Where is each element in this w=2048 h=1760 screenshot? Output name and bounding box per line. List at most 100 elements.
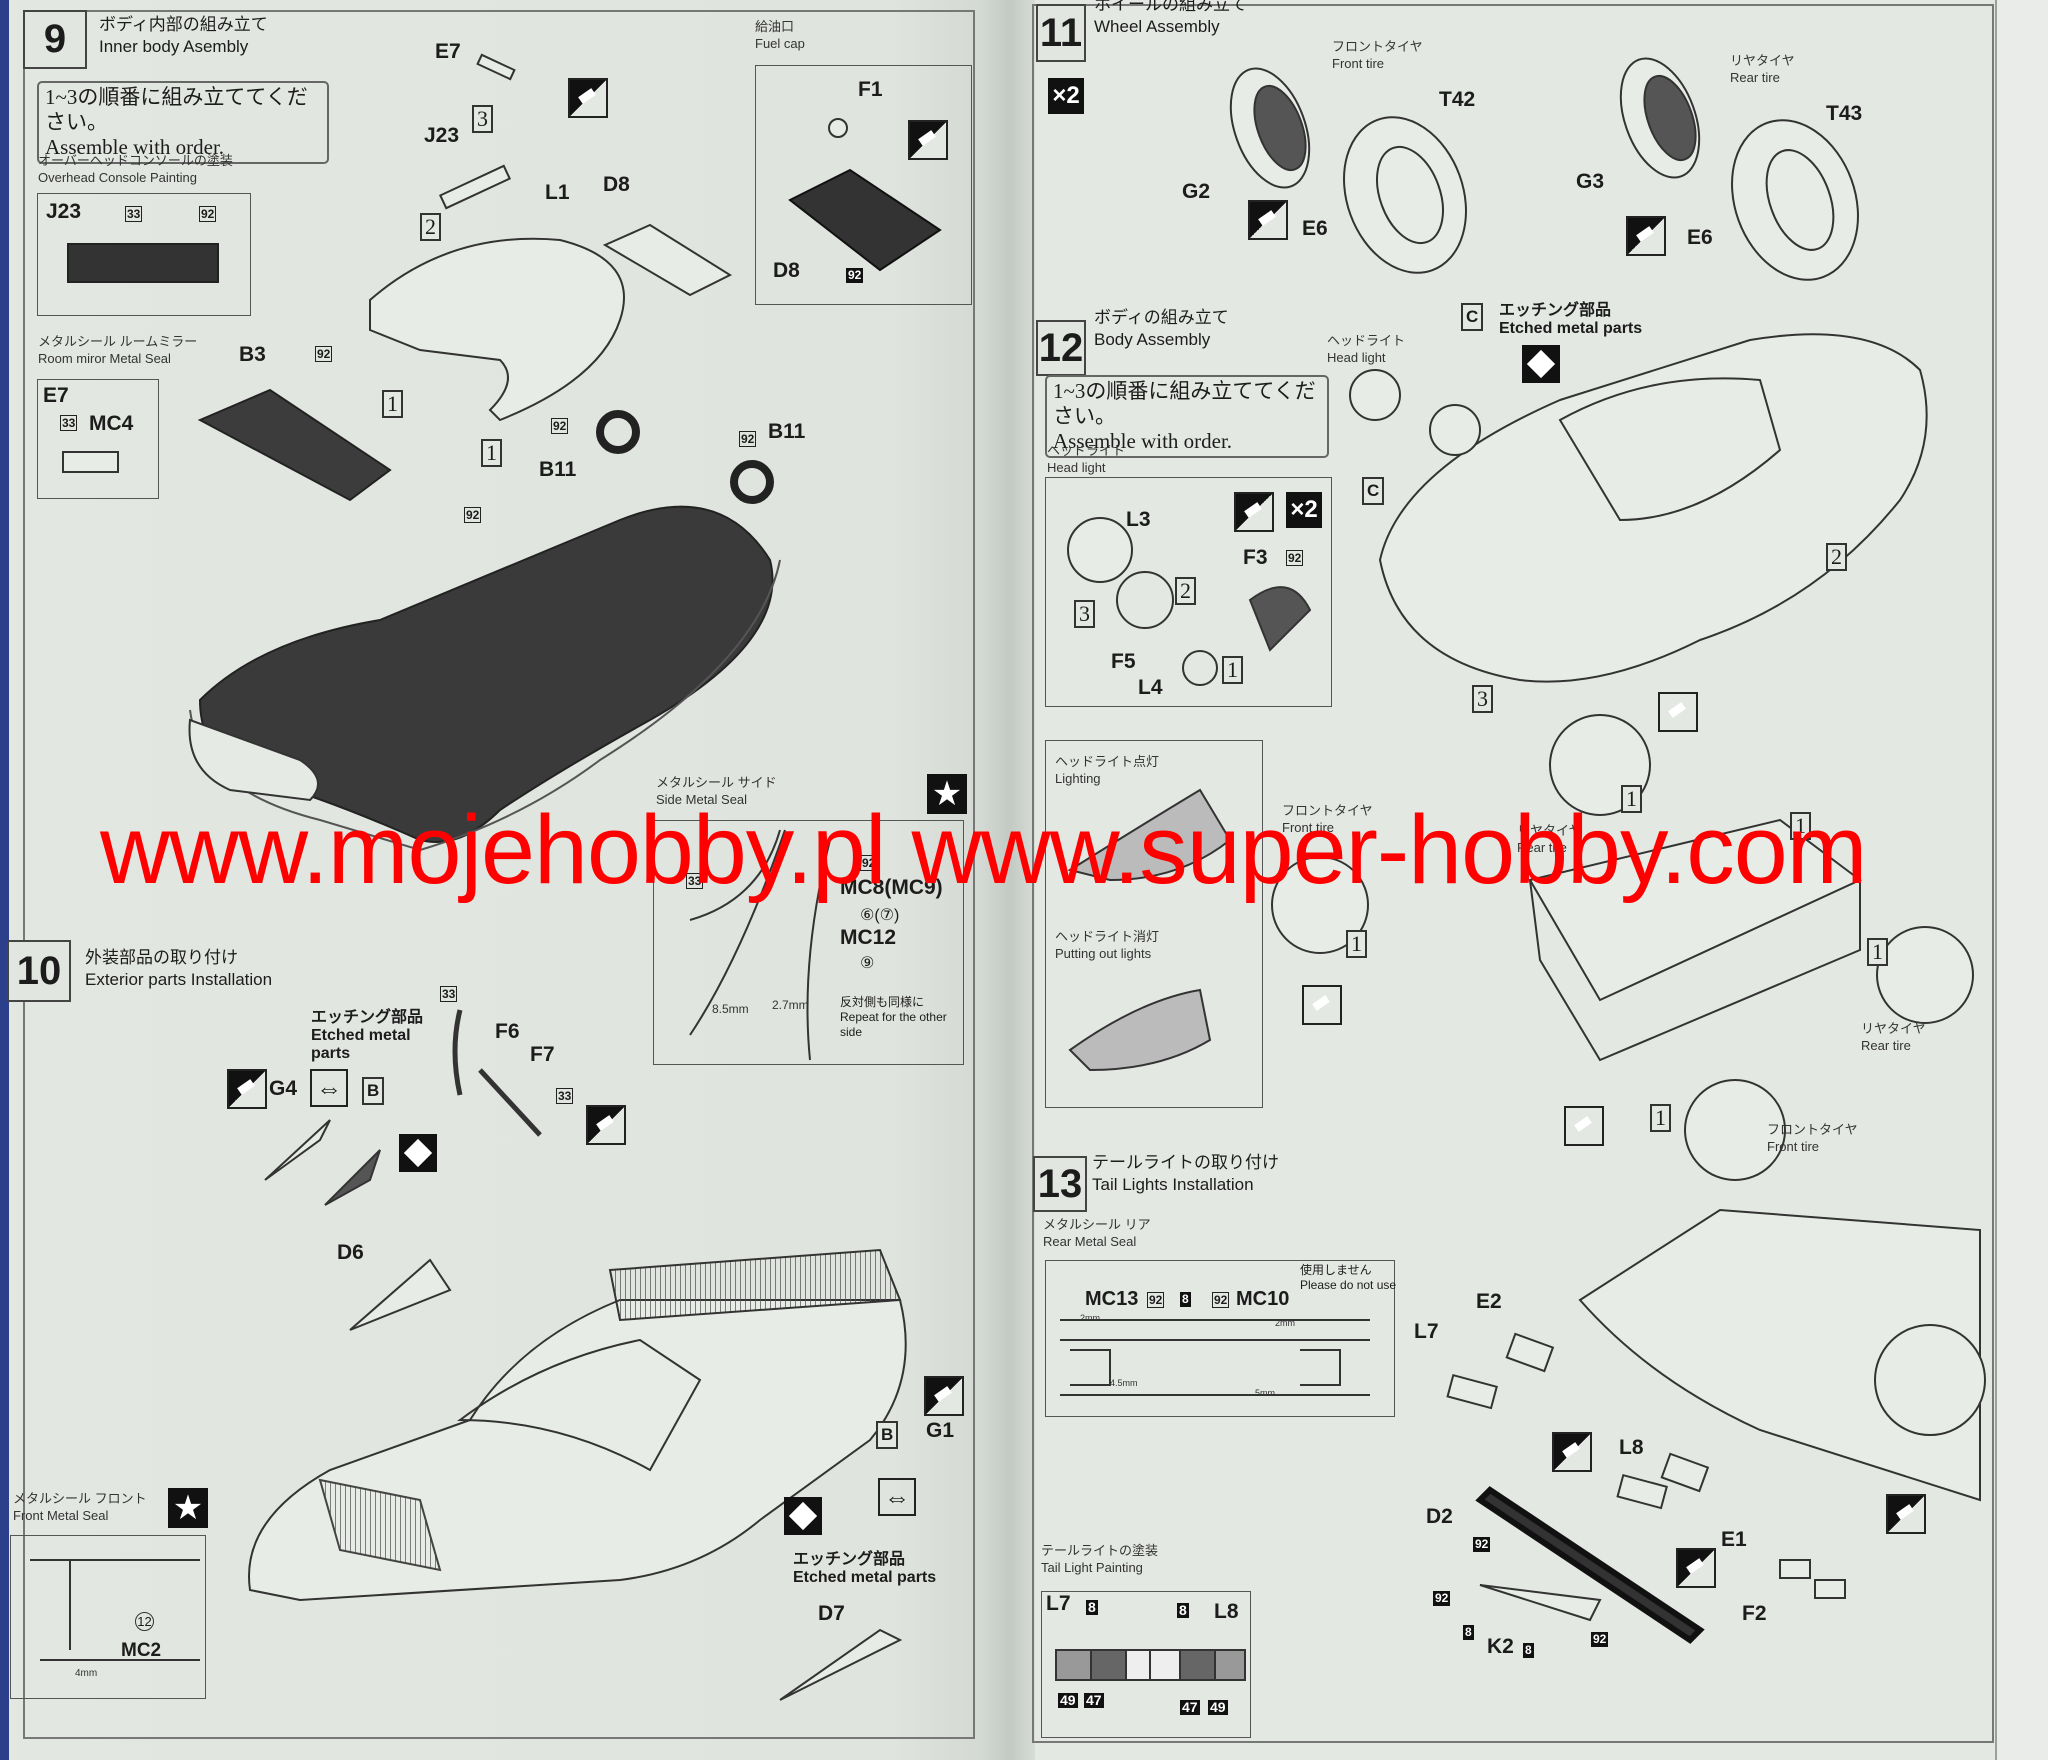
dimension: 5mm: [1255, 1388, 1275, 1398]
color-number: 92: [199, 206, 217, 222]
part-label: L8: [1619, 1436, 1644, 1459]
part-label: G2: [1182, 180, 1211, 203]
side-seal-drawing: [689, 829, 831, 1061]
step-13-number: 13: [1033, 1156, 1087, 1212]
part-b11: [596, 410, 640, 454]
glue-brush-icon: [1552, 1432, 1592, 1472]
label-ja: メタルシール サイド: [656, 775, 777, 790]
label-ja: エッチング部品: [311, 1009, 424, 1026]
car-roof-step12: [1558, 377, 1782, 522]
rear-seal-box: [1045, 1260, 1395, 1417]
part-f3: [1248, 586, 1312, 652]
console-painting: [67, 243, 219, 283]
part-label: T42: [1439, 88, 1476, 111]
label-en: Rear tire: [1861, 1038, 1911, 1053]
next-page-edge: [1995, 0, 2048, 1760]
title-ja: 外装部品の取り付け: [85, 948, 238, 967]
part-label: L1: [545, 181, 570, 204]
part-label: B11: [768, 420, 806, 443]
label-en: Lighting: [1055, 771, 1101, 786]
part-label: L3: [1126, 508, 1151, 531]
part-label: MC2: [121, 1640, 162, 1661]
part-label: K2: [1487, 1635, 1514, 1658]
note-ja: 使用しません: [1300, 1263, 1372, 1277]
no-glue-icon: [1658, 692, 1698, 732]
order-number: 1: [481, 439, 502, 467]
etched-parts-letter: B: [876, 1421, 899, 1449]
label-ja: テールライトの塗装: [1041, 1543, 1159, 1558]
order-number: 1: [1346, 930, 1367, 958]
car-body-step12: [1378, 333, 1928, 683]
part-label: B3: [239, 343, 266, 366]
front-trunk: [188, 718, 319, 802]
part-f7: [478, 1068, 542, 1137]
fuel-cap-box: [755, 65, 972, 305]
tail-light-l8: [1149, 1649, 1181, 1681]
headlight: [1429, 404, 1481, 456]
color-number: 33: [440, 986, 458, 1002]
color-number: 92: [1433, 1591, 1451, 1606]
lighting-off-drawing: [1068, 988, 1212, 1072]
color-number: 92: [860, 855, 878, 871]
wheel: [1271, 856, 1369, 954]
part-label: D8: [603, 173, 630, 196]
part-label: E6: [1687, 226, 1713, 249]
label-en: Head light: [1047, 460, 1106, 475]
mirror-seal: [62, 451, 119, 473]
part-b11: [730, 460, 774, 504]
label-en: Rear tire: [1730, 70, 1780, 85]
glue-brush-icon: [924, 1376, 964, 1416]
glue-brush-icon: [1234, 492, 1274, 532]
rear-tire: [1731, 119, 1859, 281]
left-page-frame: [23, 10, 975, 1739]
front-tire: [1343, 116, 1467, 274]
part-label: E7: [43, 384, 69, 407]
label-ja: リヤタイヤ: [1517, 823, 1582, 838]
note-en: Repeat for the other side: [840, 1010, 947, 1039]
metal-seal-star-icon: ★: [927, 774, 967, 814]
order-number: 3: [472, 105, 493, 133]
step-9-number: 9: [23, 10, 87, 69]
color-number: 92: [739, 431, 757, 447]
part-label: MC4: [89, 412, 134, 435]
part-label: F7: [530, 1043, 555, 1066]
part-label: E2: [1476, 1290, 1502, 1313]
front-wheel-hub: [1253, 84, 1307, 172]
multiplier-badge: ×2: [1048, 78, 1084, 114]
tail-light-l8-amber: [1214, 1649, 1246, 1681]
color-number: 8: [1180, 1292, 1191, 1307]
part-label: J23: [424, 124, 460, 147]
dimension: 4mm: [75, 1668, 98, 1679]
order-number: 3: [1074, 600, 1095, 628]
part-f6: [452, 1009, 463, 1096]
part-l4: [1182, 650, 1218, 686]
part-label: L4: [1138, 676, 1163, 699]
glue-brush-icon: [568, 78, 608, 118]
color-number: 8: [1086, 1599, 1098, 1615]
part-e7: [476, 53, 516, 81]
order-number: 3: [1472, 685, 1493, 713]
title-en: Inner body Asembly: [99, 37, 249, 56]
lighting-box: [1045, 740, 1263, 1108]
note-en: Assemble with order.: [1053, 429, 1233, 453]
order-number: 2: [420, 213, 441, 241]
color-number: 47: [1180, 1699, 1200, 1715]
label-ja: リヤタイヤ: [1730, 53, 1795, 68]
order-number: 2: [1826, 543, 1847, 571]
title-en: Exterior parts Installation: [85, 970, 273, 989]
dimension: 4.5mm: [1110, 1378, 1138, 1388]
color-number: 92: [846, 268, 864, 283]
car-louvres: [608, 1248, 902, 1322]
metal-seal-star-icon: ★: [168, 1488, 208, 1528]
background-edge: [0, 0, 9, 1760]
part-label: T43: [1826, 102, 1863, 125]
part-label: E1: [1721, 1528, 1747, 1551]
label-ja: フロントタイヤ: [1767, 1122, 1858, 1137]
order-number: 1: [1650, 1104, 1671, 1132]
